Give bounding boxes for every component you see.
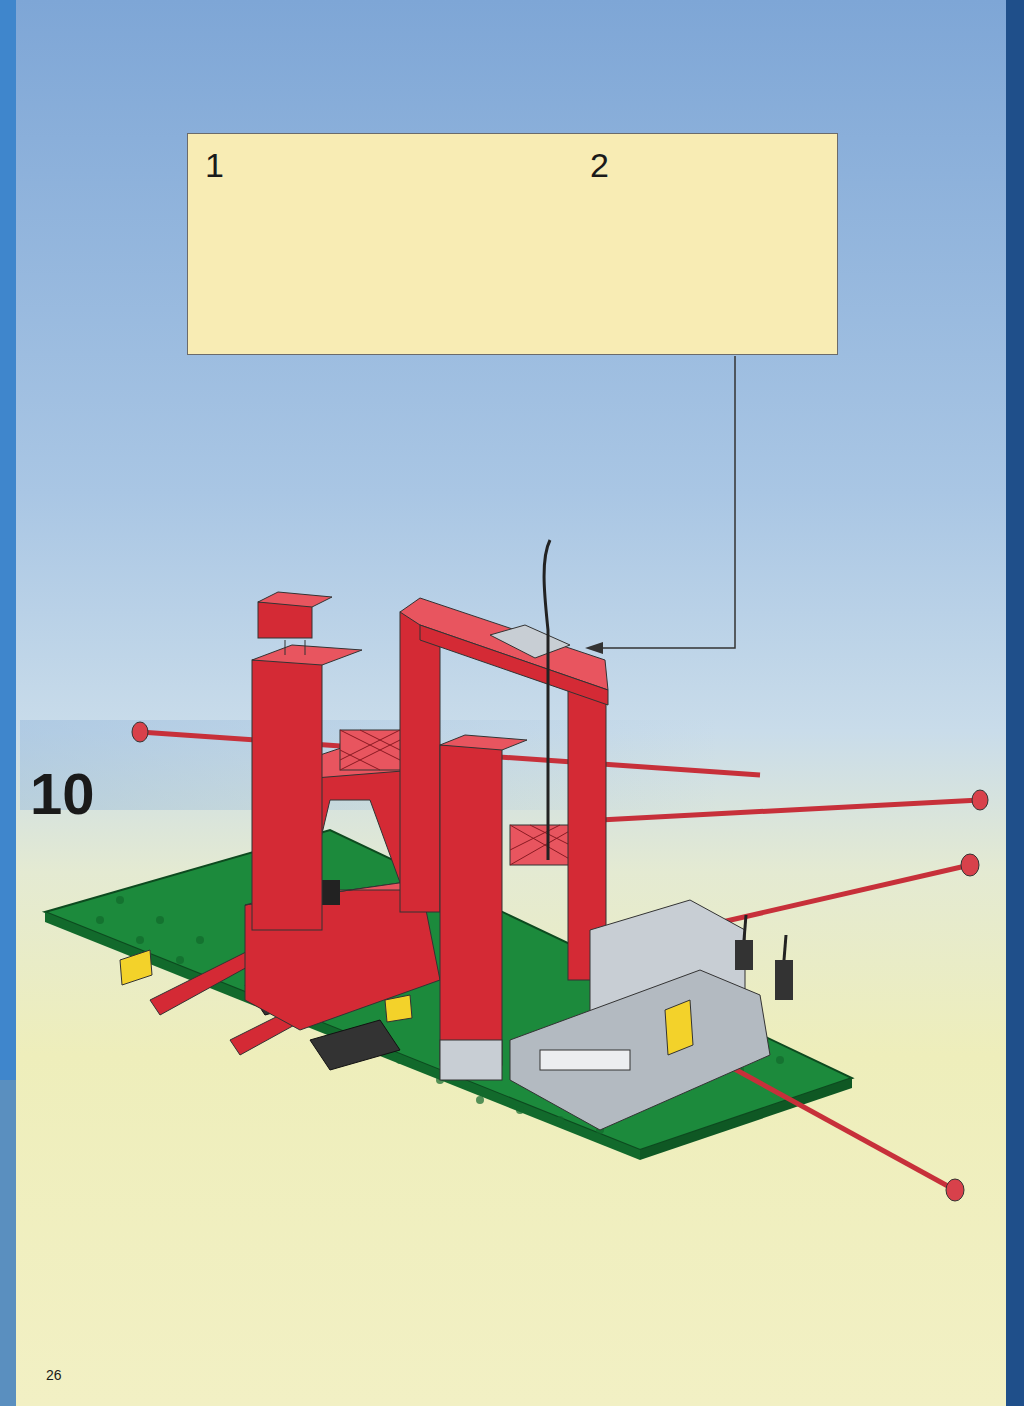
main-model (45, 540, 988, 1201)
left-strip (0, 0, 16, 1406)
left-strip-bottom (0, 1080, 16, 1406)
red-brick (258, 602, 312, 638)
callout-arrowhead (585, 642, 603, 654)
page-number: 26 (46, 1368, 62, 1382)
substep-number: 2 (590, 148, 609, 182)
inset-panel: 12 (187, 133, 838, 355)
right-strip (1006, 0, 1024, 1406)
substep-number: 1 (205, 148, 224, 182)
step-number: 10 (30, 765, 95, 823)
callout-line (600, 356, 735, 648)
